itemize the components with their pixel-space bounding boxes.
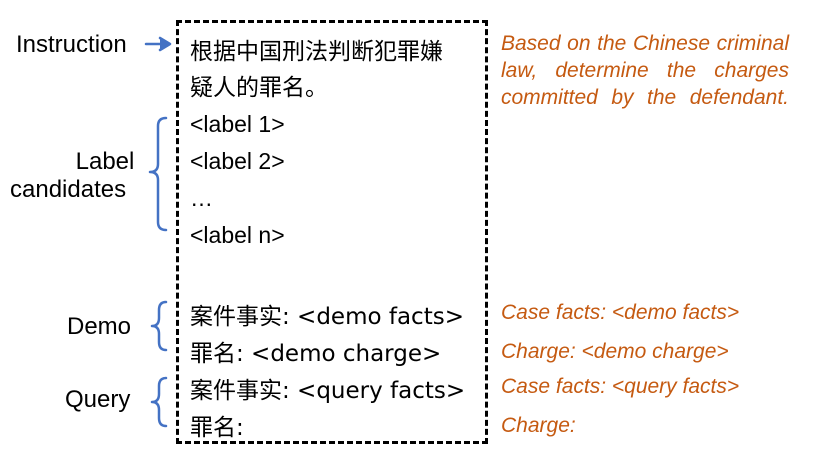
demo-facts-line: 案件事实: <demo facts> — [190, 304, 464, 330]
instruction-translation: Based on the Chinese criminal law, deter… — [501, 32, 789, 109]
label-candidates-label-line2: candidates — [10, 176, 127, 203]
label-candidate-2: <label 2> — [190, 148, 285, 174]
label-candidate-n: <label n> — [190, 222, 285, 248]
query-facts-line: 案件事实: <query facts> — [190, 378, 466, 404]
query-charge-translation: Charge: — [501, 414, 576, 437]
query-facts-translation: Case facts: <query facts> — [501, 375, 740, 398]
label-candidate-ellipsis: … — [190, 185, 213, 211]
label-candidates-label-line1: Label — [75, 148, 135, 175]
demo-charge-translation: Charge: <demo charge> — [501, 340, 729, 363]
instruction-arrowhead — [158, 36, 172, 52]
instruction-text-line2: 疑人的罪名。 — [190, 75, 328, 101]
demo-facts-translation: Case facts: <demo facts> — [501, 301, 740, 324]
instruction-text-line1: 根据中国刑法判断犯罪嫌 — [190, 39, 443, 65]
instruction-label: Instruction — [16, 31, 127, 58]
query-brace — [150, 376, 168, 428]
query-label: Query — [65, 386, 131, 413]
demo-charge-line: 罪名: <demo charge> — [190, 341, 442, 367]
demo-label: Demo — [67, 313, 132, 340]
demo-brace — [150, 300, 168, 352]
label-candidates-brace — [148, 116, 168, 232]
prompt-template-box — [176, 20, 488, 444]
query-charge-line: 罪名: — [190, 415, 244, 441]
label-candidate-1: <label 1> — [190, 111, 285, 137]
